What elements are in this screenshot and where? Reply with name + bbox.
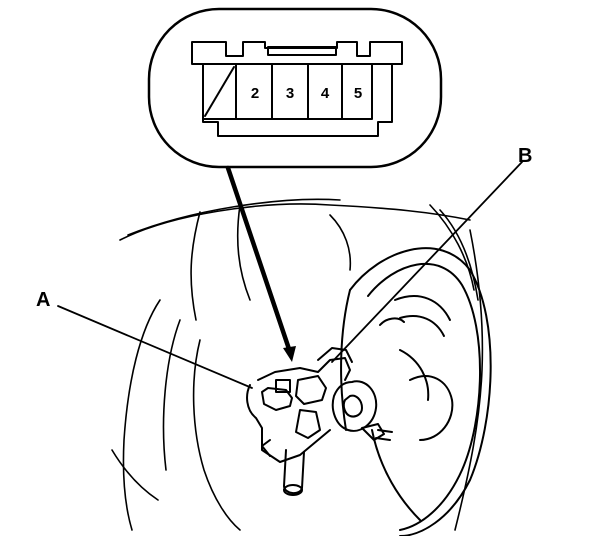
pin-label-4: 4 [321, 85, 330, 102]
leader-line-a [57, 305, 253, 389]
pin-label-2: 2 [251, 85, 259, 102]
leader-line-b [331, 161, 523, 363]
dashboard-line-art [111, 198, 484, 531]
pin-label-5: 5 [354, 85, 362, 102]
connector-inset: 2 3 4 5 [147, 7, 443, 169]
callout-label-a: A [36, 289, 50, 311]
inset-frame [147, 7, 443, 169]
steering-wheel [340, 247, 492, 536]
callout-label-b: B [518, 145, 532, 167]
pin-label-3: 3 [286, 85, 294, 102]
connector-cavity-5 [341, 63, 373, 120]
combination-switch [246, 347, 393, 496]
connector-face [191, 41, 403, 137]
inset-pointer [225, 165, 296, 362]
